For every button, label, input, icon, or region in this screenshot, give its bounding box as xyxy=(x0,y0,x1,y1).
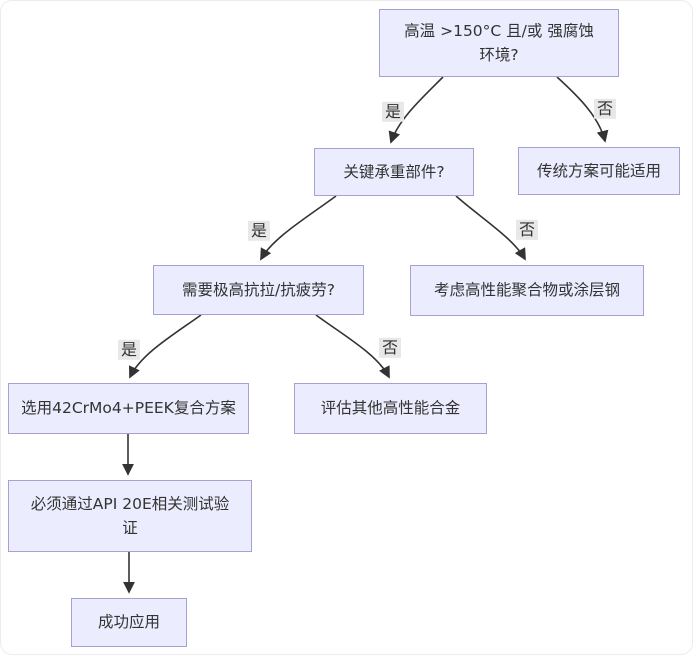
node-other-alloys-result: 评估其他高性能合金 xyxy=(294,383,487,434)
edge-label-yes: 是 xyxy=(247,220,271,242)
edge-label-no: 否 xyxy=(593,98,617,120)
node-bearing-question: 关键承重部件? xyxy=(314,148,474,196)
edge-bearing-tensile-arrow xyxy=(260,195,337,261)
edge-env-traditional-arrow xyxy=(556,76,609,143)
node-success-result: 成功应用 xyxy=(71,598,187,647)
edge-tensile-crmo-arrow xyxy=(128,314,202,379)
edge-tensile-alloys-arrow xyxy=(315,314,390,379)
edge-label-yes: 是 xyxy=(117,339,141,361)
node-env-question: 高温 >150°C 且/或 强腐蚀 环境? xyxy=(379,9,619,77)
node-api20e-step: 必须通过API 20E相关测试验 证 xyxy=(8,480,252,552)
node-traditional-result: 传统方案可能适用 xyxy=(518,147,680,195)
edge-bearing-polymer-arrow xyxy=(455,195,526,261)
edge-label-no: 否 xyxy=(515,219,539,241)
node-crmo4-peek-result: 选用42CrMo4+PEEK复合方案 xyxy=(8,383,249,434)
node-polymer-result: 考虑高性能聚合物或涂层钢 xyxy=(410,265,644,316)
edge-env-bearing-arrow xyxy=(388,76,444,144)
edge-label-no: 否 xyxy=(378,337,402,359)
node-tensile-question: 需要极高抗拉/抗疲劳? xyxy=(153,265,364,315)
edge-label-yes: 是 xyxy=(381,101,405,123)
